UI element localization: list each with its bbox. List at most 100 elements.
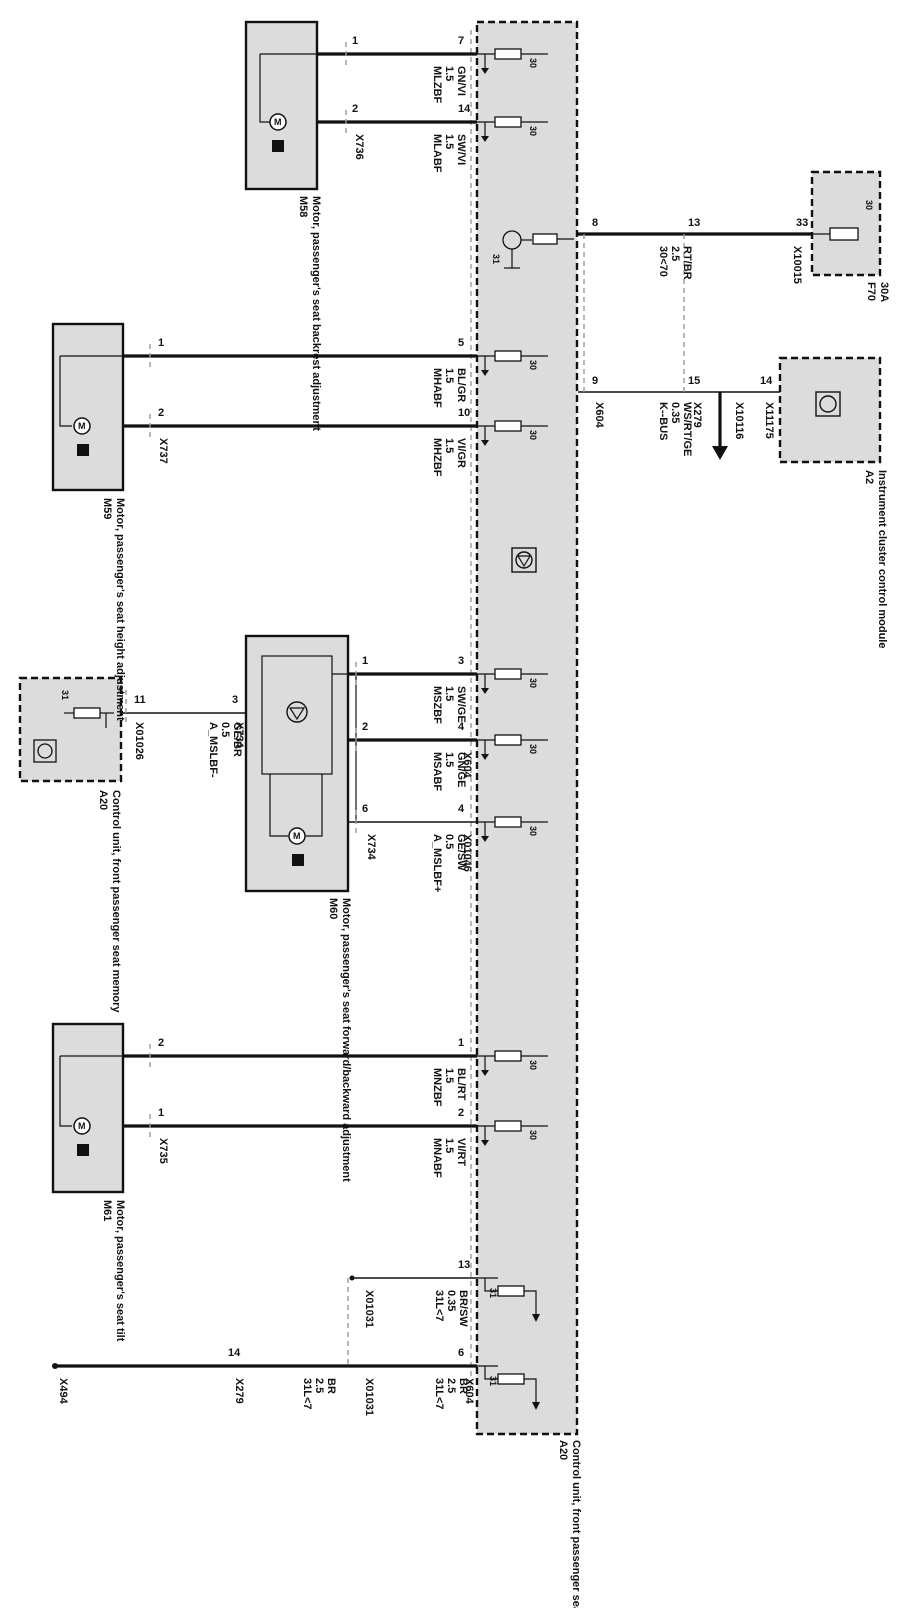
ground-arrow-icon bbox=[481, 754, 489, 760]
m60-desc: Motor, passenger's seat forward/backward… bbox=[340, 898, 352, 1182]
ecu-pin-mnabf: 2 bbox=[458, 1107, 464, 1119]
motor-pin-mhabf: 1 bbox=[158, 337, 164, 349]
misc-labels: 8 13 33 X10015 30<702.5RT/BR 9 15 14 X60… bbox=[57, 217, 808, 1416]
svg-text:M: M bbox=[274, 117, 282, 127]
kbus-splice-pin: 15 bbox=[688, 375, 700, 387]
a2-instrument-cluster bbox=[778, 356, 882, 464]
m59-body bbox=[51, 322, 125, 492]
a20-small-id: A20 bbox=[97, 790, 109, 810]
ground3-pin: 14 bbox=[228, 1347, 241, 1359]
connector-mnabf: X735 bbox=[157, 1138, 169, 1164]
wire-label-mlabf: MLABF1.5SW/VI bbox=[431, 134, 467, 173]
motor-pin-mnzbf: 2 bbox=[158, 1037, 164, 1049]
wire-label-line: BL/RT bbox=[455, 1068, 467, 1101]
connector-mlabf: X736 bbox=[353, 134, 365, 160]
kbus-signal: K--BUS bbox=[657, 402, 669, 441]
ecu-pin-msabf: 4 bbox=[458, 721, 465, 733]
wire-layer bbox=[123, 42, 548, 1410]
wire-label-line: A_MSLBF+ bbox=[431, 834, 443, 892]
m60-inner-module bbox=[261, 655, 333, 775]
ground1-size: 0.35 bbox=[445, 1290, 457, 1311]
motor-icon: M bbox=[269, 774, 323, 866]
connector-amslbfp: X01046 bbox=[461, 834, 473, 872]
ecu-pin-mhzbf: 10 bbox=[458, 407, 470, 419]
gnd-res-path bbox=[484, 1278, 498, 1292]
resistor-mlabf bbox=[494, 116, 522, 128]
wire-label-line: 1.5 bbox=[443, 752, 455, 767]
svg-text:M: M bbox=[293, 831, 301, 841]
wire-label-line: MNZBF bbox=[431, 1068, 443, 1107]
kbus-color: WS/RT/GE bbox=[681, 402, 693, 456]
wire-label-line: 1.5 bbox=[443, 134, 455, 149]
resistor-30-mlabf: 30 bbox=[528, 126, 538, 136]
resistor-30-mszbf: 30 bbox=[528, 678, 538, 688]
a2-control-icon bbox=[815, 391, 841, 417]
svg-text:K--BUS0.35WS/RT/GE: K--BUS0.35WS/RT/GE bbox=[657, 402, 693, 456]
ground3-signal: 31L<7 bbox=[301, 1378, 313, 1410]
ground-arrow-icon bbox=[481, 440, 489, 446]
a20-small-unit: 31 bbox=[18, 676, 123, 783]
resistor-30-mnzbf: 30 bbox=[528, 1060, 538, 1070]
a20-small-31-label: 31 bbox=[60, 690, 70, 700]
ground1-ecu-pin: 13 bbox=[458, 1259, 470, 1271]
f70-rating: 30A bbox=[878, 282, 890, 302]
wire-label-mhzbf: MHZBF1.5VI/GR bbox=[431, 438, 467, 477]
ground-31-1: 31 bbox=[488, 1288, 498, 1298]
ground-arrow-icon bbox=[481, 836, 489, 842]
supply-fuse-conn: X10015 bbox=[791, 246, 803, 284]
wire-label-line: GN/VI bbox=[455, 66, 467, 96]
m60-id: M60 bbox=[327, 898, 339, 919]
wire-label-line: SW/VI bbox=[455, 134, 467, 165]
kbus-arrow-conn: X10116 bbox=[733, 402, 745, 439]
resistor-mnabf bbox=[494, 1120, 522, 1132]
supply-size: 2.5 bbox=[669, 246, 681, 261]
amslbfm-size: 0.5 bbox=[219, 722, 231, 737]
motor-pin-mlzbf: 1 bbox=[352, 35, 358, 47]
m60-motor: M bbox=[244, 634, 357, 893]
x494-end-dot bbox=[52, 1363, 58, 1369]
resistor-mhzbf bbox=[494, 420, 522, 432]
ecu-pin-mhabf: 5 bbox=[458, 337, 464, 349]
m59-desc: Motor, passenger's seat height adjustmen… bbox=[114, 498, 126, 721]
supply-signal: 30<70 bbox=[657, 246, 669, 277]
a20-main-body bbox=[475, 20, 579, 1436]
ground-arrow-icon bbox=[481, 68, 489, 74]
resistor-amslbfp bbox=[494, 816, 522, 828]
amslbfm-a20-conn: X01026 bbox=[133, 722, 145, 760]
wire-label-amslbfp: A_MSLBF+0.5GE/SW bbox=[431, 834, 467, 892]
ecu-pin-mszbf: 3 bbox=[458, 655, 464, 667]
svg-text:M61Motor, passenger's seat til: M61Motor, passenger's seat tilt bbox=[101, 1200, 126, 1342]
wire-label-msabf: MSABF1.5GN/GE bbox=[431, 752, 467, 791]
svg-text:31L<70.35BR/SW: 31L<70.35BR/SW bbox=[433, 1290, 469, 1327]
svg-text:A2Instrument cluster control m: A2Instrument cluster control module bbox=[863, 470, 888, 648]
m60-control-icon bbox=[286, 701, 308, 723]
a20-control-symbol-icon bbox=[511, 547, 537, 573]
svg-text:31L<72.5BR: 31L<72.5BR bbox=[433, 1378, 469, 1410]
m59-id: M59 bbox=[101, 498, 113, 519]
ground-arrow-icon bbox=[532, 1402, 540, 1410]
ground-resistor-2 bbox=[497, 1373, 525, 1385]
wire-label-mhabf: MHABF1.5BL/GR bbox=[431, 368, 467, 408]
m61-motor: M bbox=[51, 1022, 125, 1194]
wire-label-line: VI/RT bbox=[455, 1138, 467, 1166]
m61-desc: Motor, passenger's seat tilt bbox=[114, 1200, 126, 1342]
svg-text:F7030A: F7030A bbox=[865, 282, 890, 302]
ground3-conn: X279 bbox=[233, 1378, 245, 1404]
kbus-ecu-pin: 9 bbox=[592, 375, 598, 387]
svg-text:30<702.5RT/BR: 30<702.5RT/BR bbox=[657, 246, 693, 280]
splice-dot bbox=[349, 1275, 355, 1281]
kbus-ecu-conn: X604 bbox=[593, 402, 605, 429]
motor-pin-mszbf: 1 bbox=[362, 655, 368, 667]
wire-label-line: MSZBF bbox=[431, 686, 443, 724]
wire-label-line: MNABF bbox=[431, 1138, 443, 1178]
ground1-conn: X01031 bbox=[363, 1290, 375, 1328]
ground3-size: 2.5 bbox=[313, 1378, 325, 1393]
fuse-30-label: 30 bbox=[864, 200, 874, 210]
ecu-pin-amslbfp: 4 bbox=[458, 803, 465, 815]
connector-msabf: X604 bbox=[461, 752, 473, 779]
m58-motor: M bbox=[244, 20, 319, 191]
svg-text:A20Control unit, front passeng: A20Control unit, front passenger seat me… bbox=[557, 1440, 582, 1608]
kbus-splice-conn: X279 bbox=[691, 402, 703, 428]
ground2-color: BR bbox=[457, 1378, 469, 1394]
